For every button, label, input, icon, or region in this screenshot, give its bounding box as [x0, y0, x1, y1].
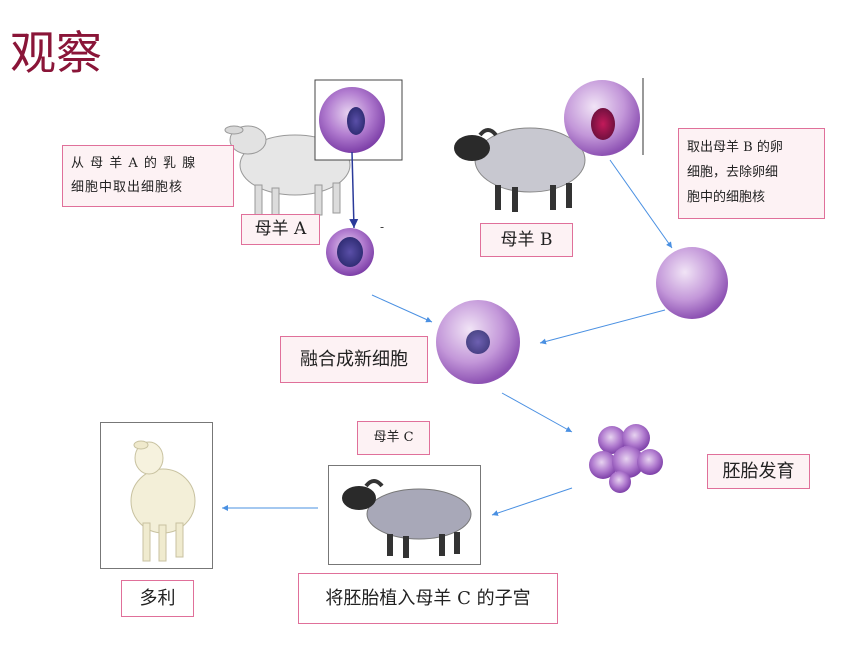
implant-label: 将胚胎植入母羊 C 的子宫 — [298, 573, 558, 624]
enucleated-egg — [656, 247, 728, 319]
arrow-nucleus-to-fuse — [371, 294, 433, 323]
arrow-to-sheep-c — [491, 487, 573, 516]
sheep-b-illustration — [454, 127, 586, 212]
dolly-photo — [100, 422, 213, 569]
nucleus-a — [347, 107, 365, 135]
arrow-to-embryo — [501, 392, 573, 433]
arrow-egg-to-fuse — [539, 309, 666, 345]
step1-line1: 从 母 羊 A 的 乳 腺 — [71, 156, 197, 171]
step2-line2: 细胞，去除卵细 — [687, 165, 779, 180]
embryo-cluster — [589, 424, 663, 493]
page-title: 观察 — [10, 26, 102, 80]
fuse-label: 融合成新细胞 — [280, 336, 428, 383]
step2-label: 取出母羊 B 的卵 细胞，去除卵细 胞中的细胞核 — [678, 128, 825, 219]
arrow-remove-nucleus — [609, 159, 673, 249]
sheep-a-label: 母羊 A — [241, 214, 320, 245]
step1-label: 从 母 羊 A 的 乳 腺 细胞中取出细胞核 — [62, 145, 234, 207]
step1-line2: 细胞中取出细胞核 — [71, 180, 184, 195]
step2-line3: 胞中的细胞核 — [687, 190, 766, 205]
sheep-c-photo — [328, 465, 481, 565]
dash-mark: - — [380, 220, 385, 234]
nucleus-b — [591, 108, 615, 140]
sheep-b-label: 母羊 B — [480, 223, 573, 257]
embryo-label: 胚胎发育 — [707, 454, 810, 489]
sheep-c-label: 母羊 C — [357, 421, 430, 455]
step2-line1: 取出母羊 B 的卵 — [687, 140, 783, 155]
dolly-label: 多利 — [121, 580, 194, 617]
extract-nucleus-arrow — [349, 151, 359, 229]
